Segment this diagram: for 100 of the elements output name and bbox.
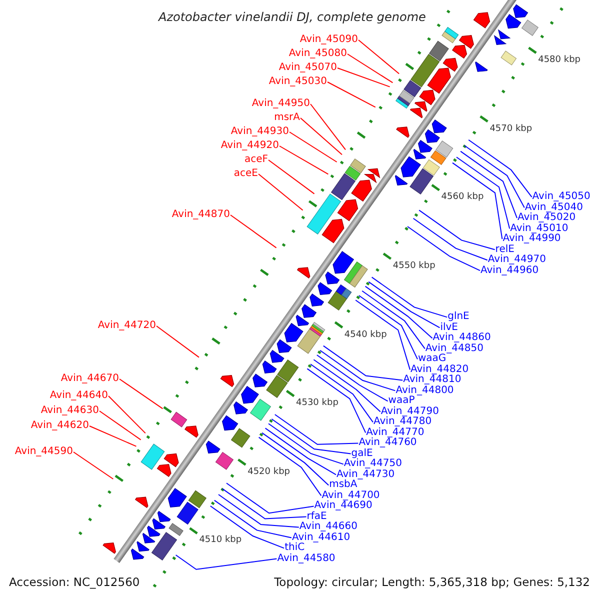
tick-label: 4510 kbp	[199, 535, 242, 546]
leader-line	[108, 396, 146, 434]
accession-text: Accession: NC_012560	[9, 576, 140, 589]
gene-label: Avin_44990	[502, 234, 561, 244]
leader-line	[89, 426, 137, 447]
gene-label: Avin_44750	[344, 459, 402, 470]
tick-label: 4570 kbp	[490, 124, 532, 134]
leader-line	[226, 482, 314, 514]
leader-line	[271, 418, 352, 454]
gene-label: Avin_45010	[510, 224, 568, 234]
gene-label: Avin_44620	[30, 421, 89, 431]
gene-label: Avin_44580	[277, 554, 336, 564]
gene-label: Avin_44670	[60, 374, 119, 384]
leader-line	[327, 82, 376, 108]
gene-label: rfaE	[306, 512, 327, 522]
gene-label: Avin_44630	[40, 406, 99, 416]
leader-line	[407, 226, 480, 272]
gene-label: Avin_44850	[425, 344, 484, 354]
gene-label: Avin_44820	[410, 364, 469, 375]
leader-line	[316, 354, 388, 402]
gene-label: glnE	[448, 312, 470, 322]
gene-label: Avin_45070	[278, 63, 337, 73]
leader-line	[258, 174, 304, 211]
leader-line	[310, 364, 374, 423]
gene-label: Avin_44720	[98, 321, 156, 331]
leader-line	[222, 488, 307, 520]
leader-line	[268, 423, 344, 465]
gene-label: Avin_44660	[299, 522, 358, 532]
leader-line	[464, 145, 525, 208]
map-title: Azotobacter vinelandii DJ, complete genome	[158, 10, 426, 25]
leader-line	[175, 554, 278, 570]
leader-line	[362, 290, 426, 350]
leader-line	[310, 104, 346, 150]
leader-line	[264, 428, 336, 476]
leader-line	[218, 494, 300, 528]
gene-label: Avin_44960	[480, 266, 539, 276]
leader-line	[258, 436, 322, 496]
gene-label: aceF	[244, 155, 268, 165]
gene-label: Avin_44780	[374, 417, 432, 428]
gene-label: Avin_44770	[366, 428, 424, 438]
leader-line	[300, 118, 342, 156]
gene-label: Avin_44700	[322, 490, 380, 501]
leader-line	[99, 410, 142, 440]
leader-line	[358, 295, 418, 360]
leader-line	[418, 210, 496, 250]
leader-line	[371, 276, 448, 318]
gene-label: Avin_45040	[524, 202, 583, 213]
gene-label: Avin_45020	[518, 213, 576, 224]
leader-line	[468, 139, 532, 198]
gene-label: waaG	[418, 354, 446, 364]
gene-label: Avin_44590	[14, 447, 73, 457]
gene-label: relE	[495, 244, 514, 255]
genome-summary-text: Topology: circular; Length: 5,365,318 bp; Genes: 5,132	[274, 576, 590, 589]
gene-label: Avin_44690	[314, 501, 372, 512]
leader-line	[355, 300, 410, 370]
leader-line	[73, 452, 114, 480]
gene-label: msrA	[274, 113, 300, 123]
leader-line	[274, 414, 359, 445]
leader-line	[268, 160, 315, 194]
gene-label: Avin_44860	[432, 333, 491, 344]
gene-label: Avin_44930	[230, 127, 289, 137]
leader-line	[320, 350, 396, 392]
gene-label: Avin_44610	[292, 532, 350, 543]
leader-line	[214, 500, 292, 538]
gene-label: Avin_45050	[532, 192, 590, 202]
leader-line	[289, 132, 338, 162]
tick-label: 4560 kbp	[441, 192, 484, 202]
gene-label: Avin_44790	[380, 406, 439, 417]
leader-line	[306, 368, 366, 434]
tick-label: 4550 kbp	[392, 260, 436, 271]
leader-line	[364, 286, 433, 339]
leader-line	[452, 162, 503, 240]
tick-label: 4580 kbp	[538, 54, 580, 65]
leader-line	[358, 40, 400, 74]
gene-label: Avin_45090	[300, 35, 358, 45]
gene-label: Avin_45080	[288, 49, 347, 59]
tick-label: 4520 kbp	[248, 466, 290, 477]
leader-line	[313, 359, 381, 412]
gene-label: Avin_44800	[396, 386, 454, 396]
gene-label: Avin_44920	[220, 141, 279, 151]
gene-label: galE	[351, 448, 373, 459]
gene-label: ilvE	[440, 322, 458, 333]
leader-line	[322, 345, 404, 381]
leader-line	[262, 432, 330, 486]
gene-label: Avin_44760	[358, 438, 417, 448]
gene-label: thiC	[284, 543, 305, 554]
leader-line	[279, 146, 329, 175]
gene-label: Avin_45030	[268, 77, 327, 87]
leader-line	[230, 214, 277, 248]
gene-label: Avin_44950	[252, 99, 310, 109]
leader-line	[456, 156, 510, 230]
gene-label: Avin_44730	[336, 470, 395, 480]
leader-line	[119, 378, 164, 410]
leader-line	[337, 68, 390, 88]
leader-line	[156, 326, 200, 358]
gene-label: Avin_44870	[172, 210, 230, 220]
gene-label: Avin_44970	[488, 255, 546, 266]
leader-line	[460, 150, 518, 219]
leader-line	[210, 506, 285, 549]
gene-label: aceE	[234, 169, 258, 179]
